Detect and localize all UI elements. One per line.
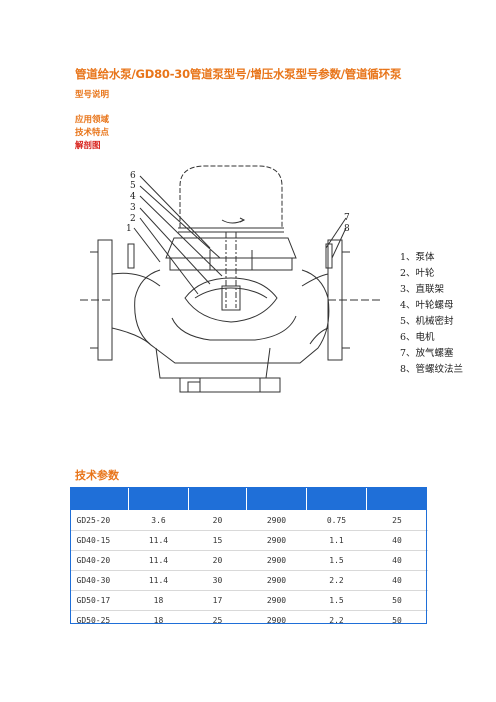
legend-item: 7、放气螺塞 <box>400 348 454 359</box>
legend-item: 5、机械密封 <box>400 316 454 327</box>
legend-item: 8、管螺纹法兰 <box>400 364 464 375</box>
table-row: GD50-25 18 25 2900 2.2 50 <box>71 611 428 631</box>
header-cell <box>188 487 247 511</box>
table-cell: 50 <box>366 590 428 611</box>
table-header-row <box>70 487 428 511</box>
legend-item: 4、叶轮螺母 <box>400 300 454 311</box>
table-cell: 11.4 <box>128 530 189 551</box>
legend-item: 3、直联架 <box>400 284 445 295</box>
table-cell: 40 <box>366 550 428 571</box>
model-description-link[interactable]: 型号说明 <box>75 90 110 100</box>
callout-3: 3 <box>130 203 136 213</box>
table-cell: 0.75 <box>306 510 367 531</box>
table-row: GD40-20 11.4 20 2900 1.5 40 <box>70 550 428 571</box>
motor-housing <box>179 165 283 228</box>
table-cell: 20 <box>188 510 247 531</box>
table-cell: 18 <box>153 616 164 625</box>
callout-5: 5 <box>130 181 136 191</box>
pump-cross-section-diagram: 6 5 4 3 2 1 7 8 <box>80 165 380 393</box>
table-cell: 2900 <box>246 590 307 611</box>
table-cell: GD50-17 <box>70 590 129 611</box>
table-cell: 11.4 <box>128 550 189 571</box>
header-cell <box>366 487 428 511</box>
table-row: GD40-30 11.4 30 2900 2.2 40 <box>70 570 428 591</box>
table-cell: GD40-20 <box>70 550 129 571</box>
table-cell: GD40-15 <box>70 530 129 551</box>
table-row: GD50-17 18 17 2900 1.5 50 <box>70 590 428 611</box>
application-link[interactable]: 应用领域 <box>75 115 110 125</box>
table-row: GD40-15 11.4 15 2900 1.1 40 <box>70 530 428 551</box>
callout-1: 1 <box>126 224 132 234</box>
table-cell: GD40-30 <box>70 570 129 591</box>
tech-params-table: GD25-20 3.6 20 2900 0.75 25 GD40-15 11.4… <box>70 487 428 630</box>
section-view-link[interactable]: 解剖图 <box>75 141 101 151</box>
table-cell: 20 <box>188 550 247 571</box>
table-cell: 40 <box>366 530 428 551</box>
table-row: GD25-20 3.6 20 2900 0.75 25 <box>70 510 428 531</box>
table-cell: 11.4 <box>128 570 189 591</box>
table-cell: 3.6 <box>128 510 189 531</box>
legend-item: 1、泵体 <box>400 252 435 263</box>
table-cell: 2900 <box>246 570 307 591</box>
callout-7: 7 <box>344 213 350 223</box>
table-cell: 2900 <box>266 616 287 625</box>
callout-8: 8 <box>344 224 350 234</box>
header-cell <box>306 487 367 511</box>
table-cell: 2.2 <box>306 570 367 591</box>
page-title: 管道给水泵/GD80-30管道泵型号/增压水泵型号参数/管道循环泵 <box>75 67 402 81</box>
header-cell <box>128 487 189 511</box>
table-cell: GD50-25 <box>76 616 111 625</box>
table-cell: 15 <box>188 530 247 551</box>
callout-4: 4 <box>130 192 136 202</box>
table-cell: 30 <box>188 570 247 591</box>
features-link[interactable]: 技术特点 <box>75 128 110 138</box>
callout-2: 2 <box>130 214 136 224</box>
header-cell <box>246 487 307 511</box>
table-cell: 25 <box>212 616 223 625</box>
table-cell: 1.5 <box>306 550 367 571</box>
callout-6: 6 <box>130 171 136 181</box>
table-cell: 2.2 <box>329 616 344 625</box>
tech-params-heading: 技术参数 <box>75 469 119 482</box>
table-cell: 25 <box>366 510 428 531</box>
table-cell: 17 <box>188 590 247 611</box>
table-cell: 1.5 <box>306 590 367 611</box>
table-cell: 2900 <box>246 550 307 571</box>
table-cell: 1.1 <box>306 530 367 551</box>
legend-item: 2、叶轮 <box>400 268 435 279</box>
parts-legend: 1、泵体 2、叶轮 3、直联架 4、叶轮螺母 5、机械密封 6、电机 7、放气螺… <box>400 250 463 378</box>
table-cell: 40 <box>366 570 428 591</box>
header-cell <box>70 487 129 511</box>
table-cell: 18 <box>128 590 189 611</box>
table-cell: 2900 <box>246 510 307 531</box>
table-cell: 2900 <box>246 530 307 551</box>
table-cell: 50 <box>392 616 402 625</box>
legend-item: 6、电机 <box>400 332 435 343</box>
table-cell: GD25-20 <box>70 510 129 531</box>
